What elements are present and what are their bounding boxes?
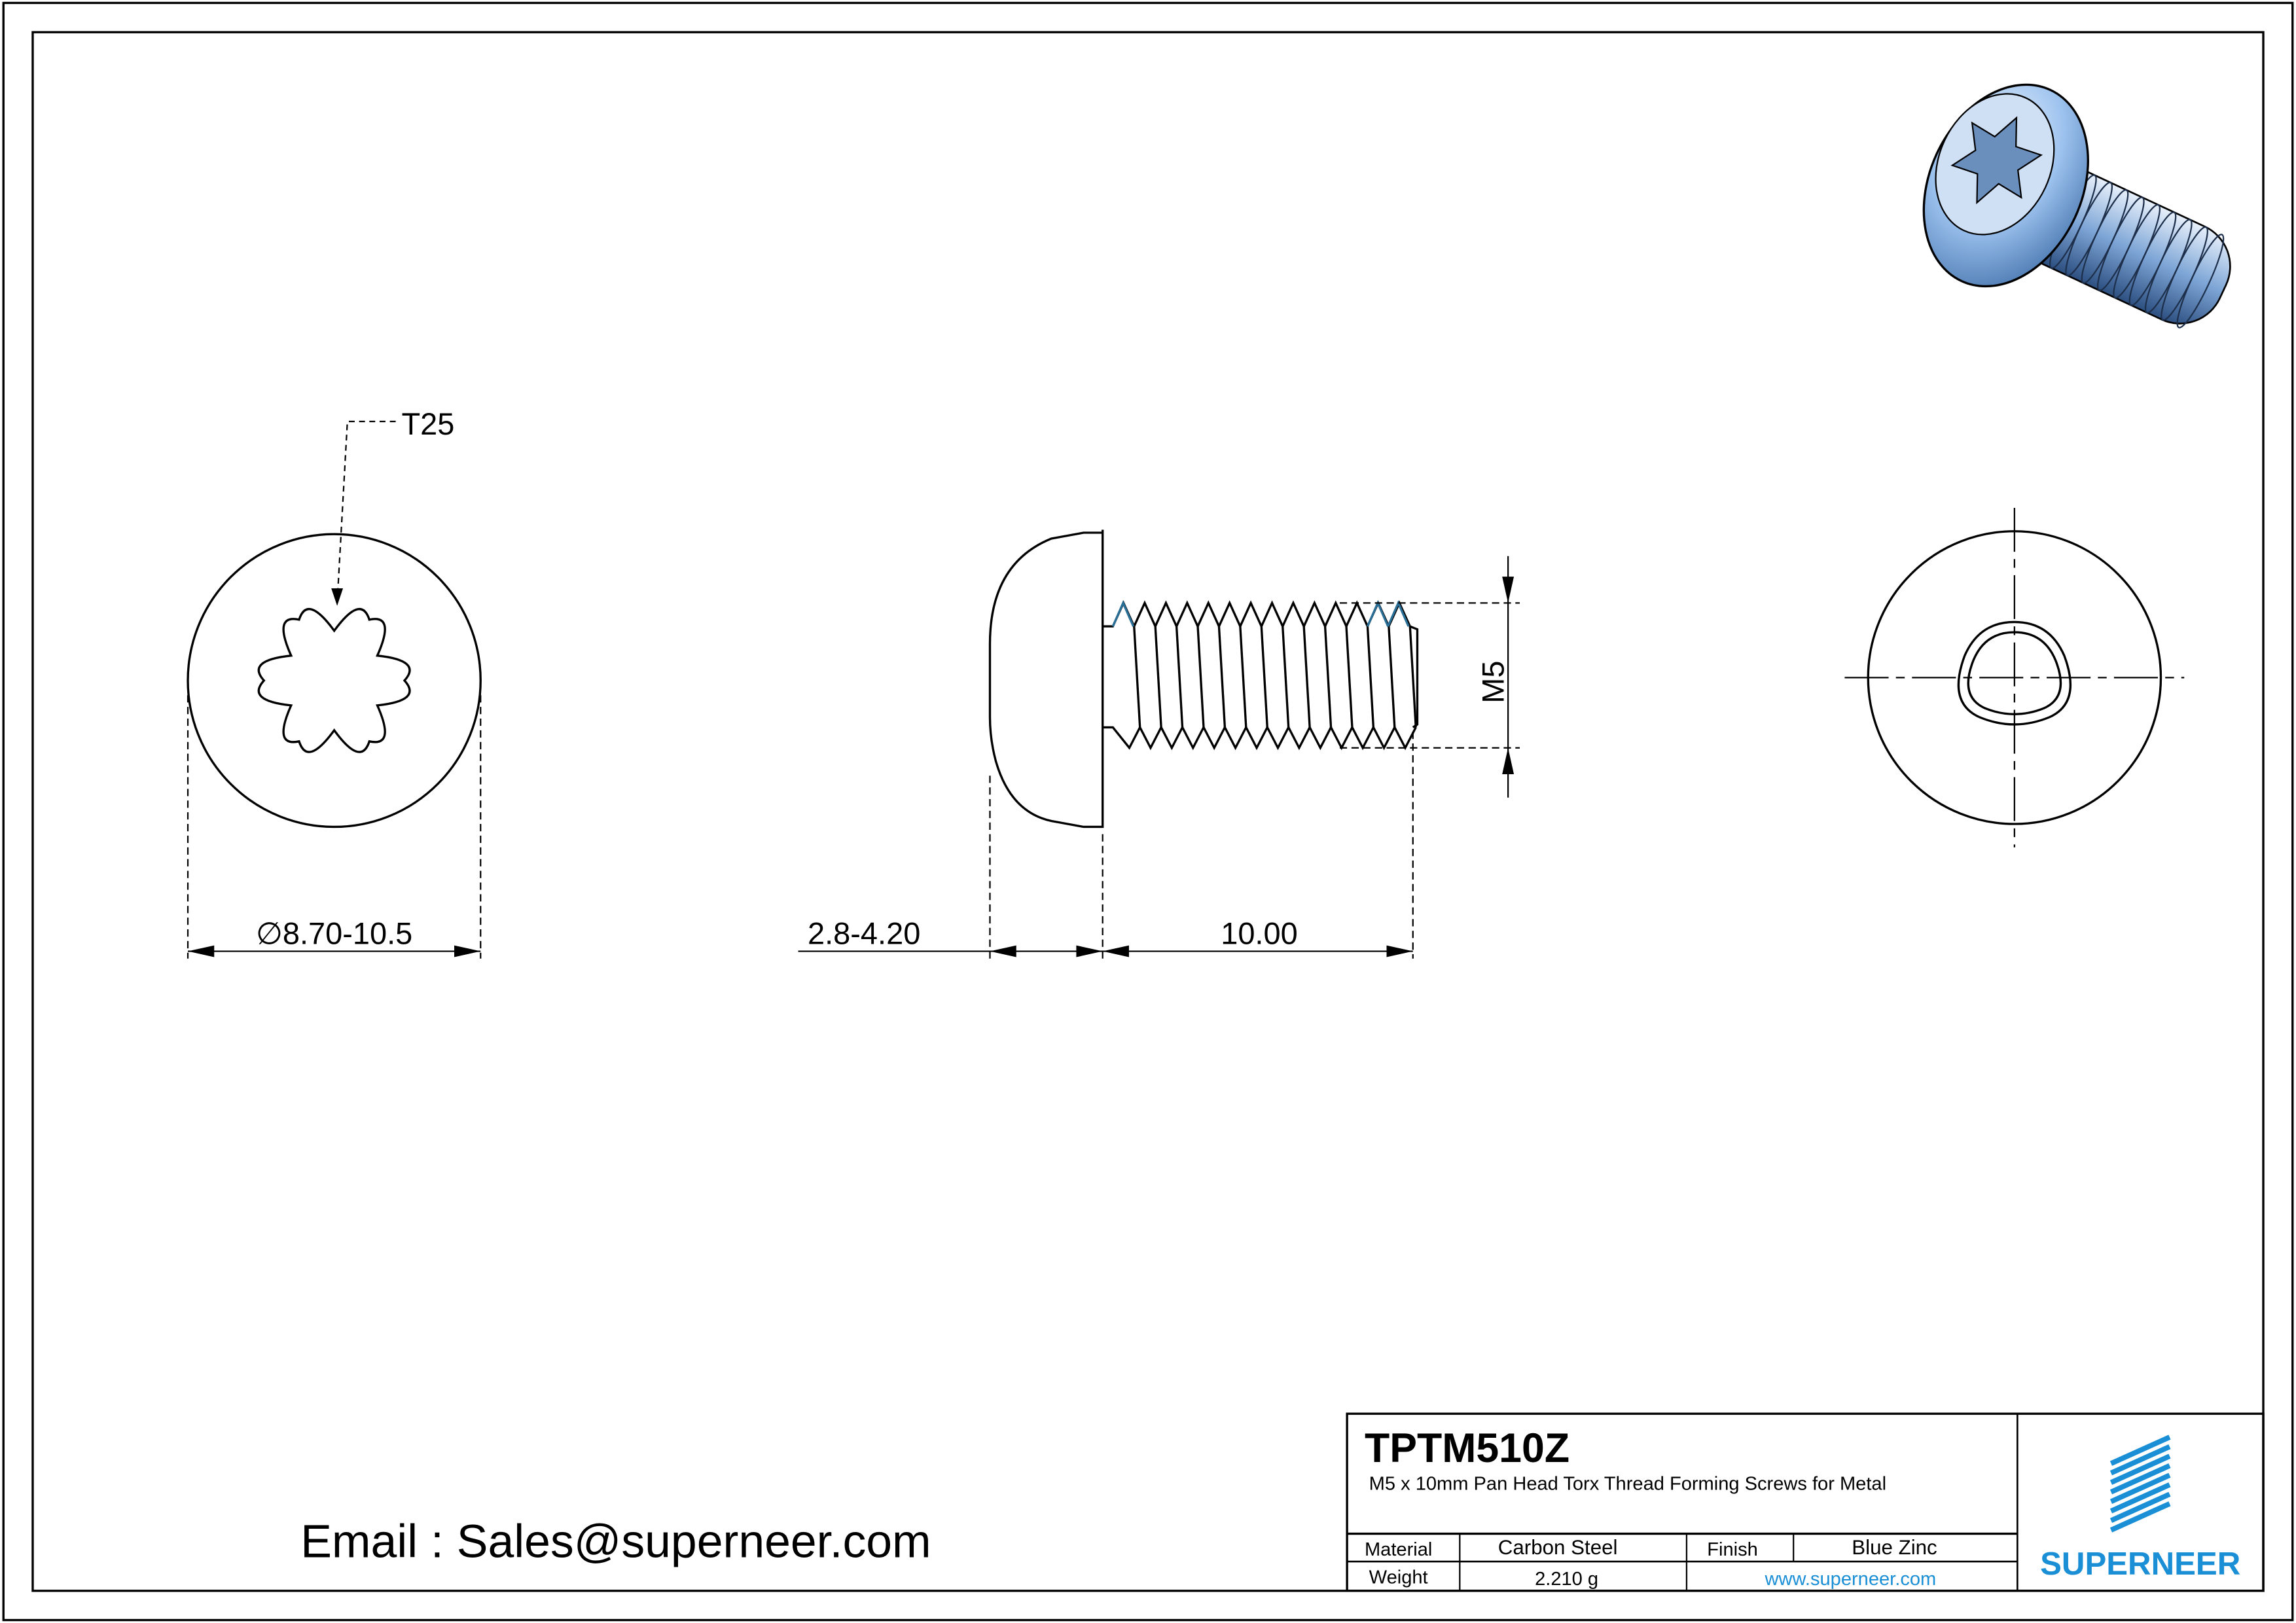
weight-value: 2.210 g (1535, 1569, 1598, 1590)
contact-email[interactable]: Email : Sales@superneer.com (300, 1515, 931, 1567)
thread-flank (1388, 626, 1396, 728)
thread-flank (1345, 626, 1354, 728)
title-block (1346, 1412, 2265, 1592)
thread-tip-highlight (1387, 600, 1410, 627)
torx-drive-recess (257, 607, 411, 753)
thread-flank (1217, 626, 1227, 728)
logo-stripe (2109, 1482, 2171, 1514)
front-view (187, 420, 482, 959)
logo-stripe (2109, 1463, 2171, 1495)
thread-flank (1323, 626, 1333, 728)
logo-stripe (2109, 1491, 2171, 1524)
logo-stripe (2109, 1444, 2171, 1476)
thread-bottom-edge (1102, 724, 1417, 751)
material-label: Material (1365, 1539, 1432, 1560)
drive-size-label: T25 (402, 406, 455, 441)
logo-stripe (2109, 1454, 2171, 1485)
thread-flank (1260, 626, 1268, 728)
diameter-dimension: ∅8.70-10.5 (256, 916, 412, 950)
thread-tip-highlight (1111, 600, 1135, 627)
t25-leader (336, 420, 396, 603)
superneer-logo-icon (2109, 1435, 2171, 1533)
thread-flank (1196, 626, 1205, 728)
material-value: Carbon Steel (1498, 1536, 1618, 1559)
head-height-dimension: 2.8-4.20 (808, 916, 920, 950)
thread-flank (1282, 626, 1290, 728)
brand-logo-text: SUPERNEER (2040, 1546, 2240, 1582)
logo-stripe (2109, 1501, 2171, 1533)
head-outline (187, 533, 482, 829)
website-link[interactable]: www.superneer.com (1765, 1569, 1937, 1590)
screw-3d-render (1922, 83, 2231, 329)
end-view (1844, 507, 2185, 847)
thread-profile (1102, 600, 1419, 751)
thread-tip-highlight (1366, 600, 1390, 627)
finish-label: Finish (1707, 1539, 1758, 1560)
thread-size-dimension: M5 (1475, 660, 1510, 703)
thread-flank (1366, 626, 1375, 728)
render-thread-ring (2176, 234, 2225, 329)
length-dimension: 10.00 (1221, 916, 1298, 950)
thread-flank (1133, 626, 1141, 728)
part-description: M5 x 10mm Pan Head Torx Thread Forming S… (1369, 1474, 1886, 1495)
side-view (798, 529, 1520, 959)
thread-flank (1154, 626, 1162, 728)
logo-stripe (2109, 1472, 2171, 1504)
weight-label: Weight (1369, 1567, 1428, 1588)
inner-frame (31, 31, 2265, 1592)
part-number: TPTM510Z (1365, 1425, 1570, 1471)
pan-head (988, 529, 1104, 829)
thread-flank (1239, 626, 1247, 728)
logo-stripe (2109, 1435, 2171, 1466)
thread-flank (1175, 626, 1184, 728)
finish-value: Blue Zinc (1852, 1536, 1937, 1559)
thread-flank (1408, 626, 1417, 728)
thread-flank (1302, 626, 1311, 728)
